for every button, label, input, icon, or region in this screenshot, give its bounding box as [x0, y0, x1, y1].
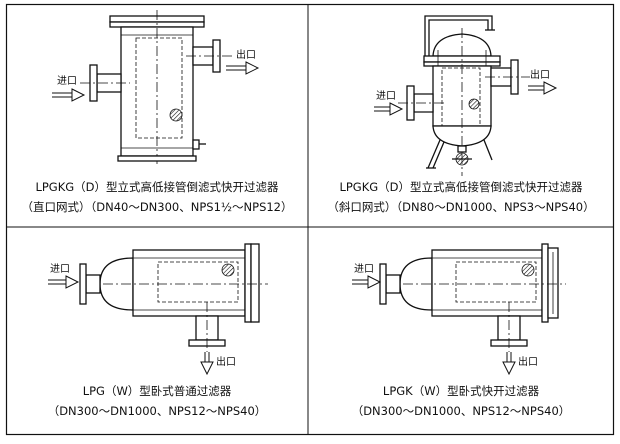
outlet-label-tr: 出口 — [530, 68, 550, 81]
filter-drawing-horizontal-quick-opening — [379, 243, 566, 352]
caption-tr: LPGKG（D）型立式高低接管倒滤式快开过滤器 （斜口网式）（DN80～DN10… — [310, 180, 612, 215]
inlet-label-tl: 进口 — [57, 75, 77, 87]
inlet-arrow-tl — [52, 88, 86, 102]
caption-br-line1: LPGK（W）型卧式快开过滤器 — [382, 384, 540, 398]
outlet-label-bl: 出口 — [216, 355, 236, 368]
caption-br-line2: （DN300～DN1000、NPS12～NPS40） — [351, 404, 571, 418]
caption-tl-line2: （直口网式）（DN40～DN300、NPS1½～NPS12） — [21, 200, 293, 214]
outlet-arrow-tr — [528, 81, 558, 95]
caption-tr-line1: LPGKG（D）型立式高低接管倒滤式快开过滤器 — [339, 180, 583, 194]
filter-drawing-vertical-straight — [80, 10, 235, 166]
outlet-label-br: 出口 — [518, 355, 538, 368]
inlet-label-tr: 进口 — [376, 90, 396, 102]
inlet-arrow-bl — [48, 275, 80, 289]
inlet-arrow-br — [352, 275, 382, 289]
outlet-label-tl: 出口 — [236, 48, 256, 61]
caption-tl: LPGKG（D）型立式高低接管倒滤式快开过滤器 （直口网式）（DN40～DN30… — [8, 180, 306, 215]
caption-tl-line1: LPGKG（D）型立式高低接管倒滤式快开过滤器 — [35, 180, 279, 194]
outlet-arrow-bl — [200, 352, 214, 376]
filter-drawing-vertical-oblique — [398, 15, 530, 176]
caption-tr-line2: （斜口网式）（DN80～DN1000、NPS3～NPS40） — [327, 200, 595, 214]
inlet-label-bl: 进口 — [50, 263, 70, 275]
caption-br: LPGK（W）型卧式快开过滤器 （DN300～DN1000、NPS12～NPS4… — [310, 384, 612, 419]
caption-bl-line1: LPG（W）型卧式普通过滤器 — [82, 384, 232, 398]
caption-bl: LPG（W）型卧式普通过滤器 （DN300～DN1000、NPS12～NPS40… — [8, 384, 306, 419]
inlet-arrow-tr — [374, 102, 404, 116]
caption-bl-line2: （DN300～DN1000、NPS12～NPS40） — [47, 404, 267, 418]
inlet-label-br: 进口 — [354, 263, 374, 275]
outlet-arrow-br — [502, 352, 516, 376]
panel-frame — [5, 3, 615, 436]
outlet-arrow-tl — [226, 61, 260, 75]
filter-drawing-horizontal-ordinary — [79, 243, 268, 352]
